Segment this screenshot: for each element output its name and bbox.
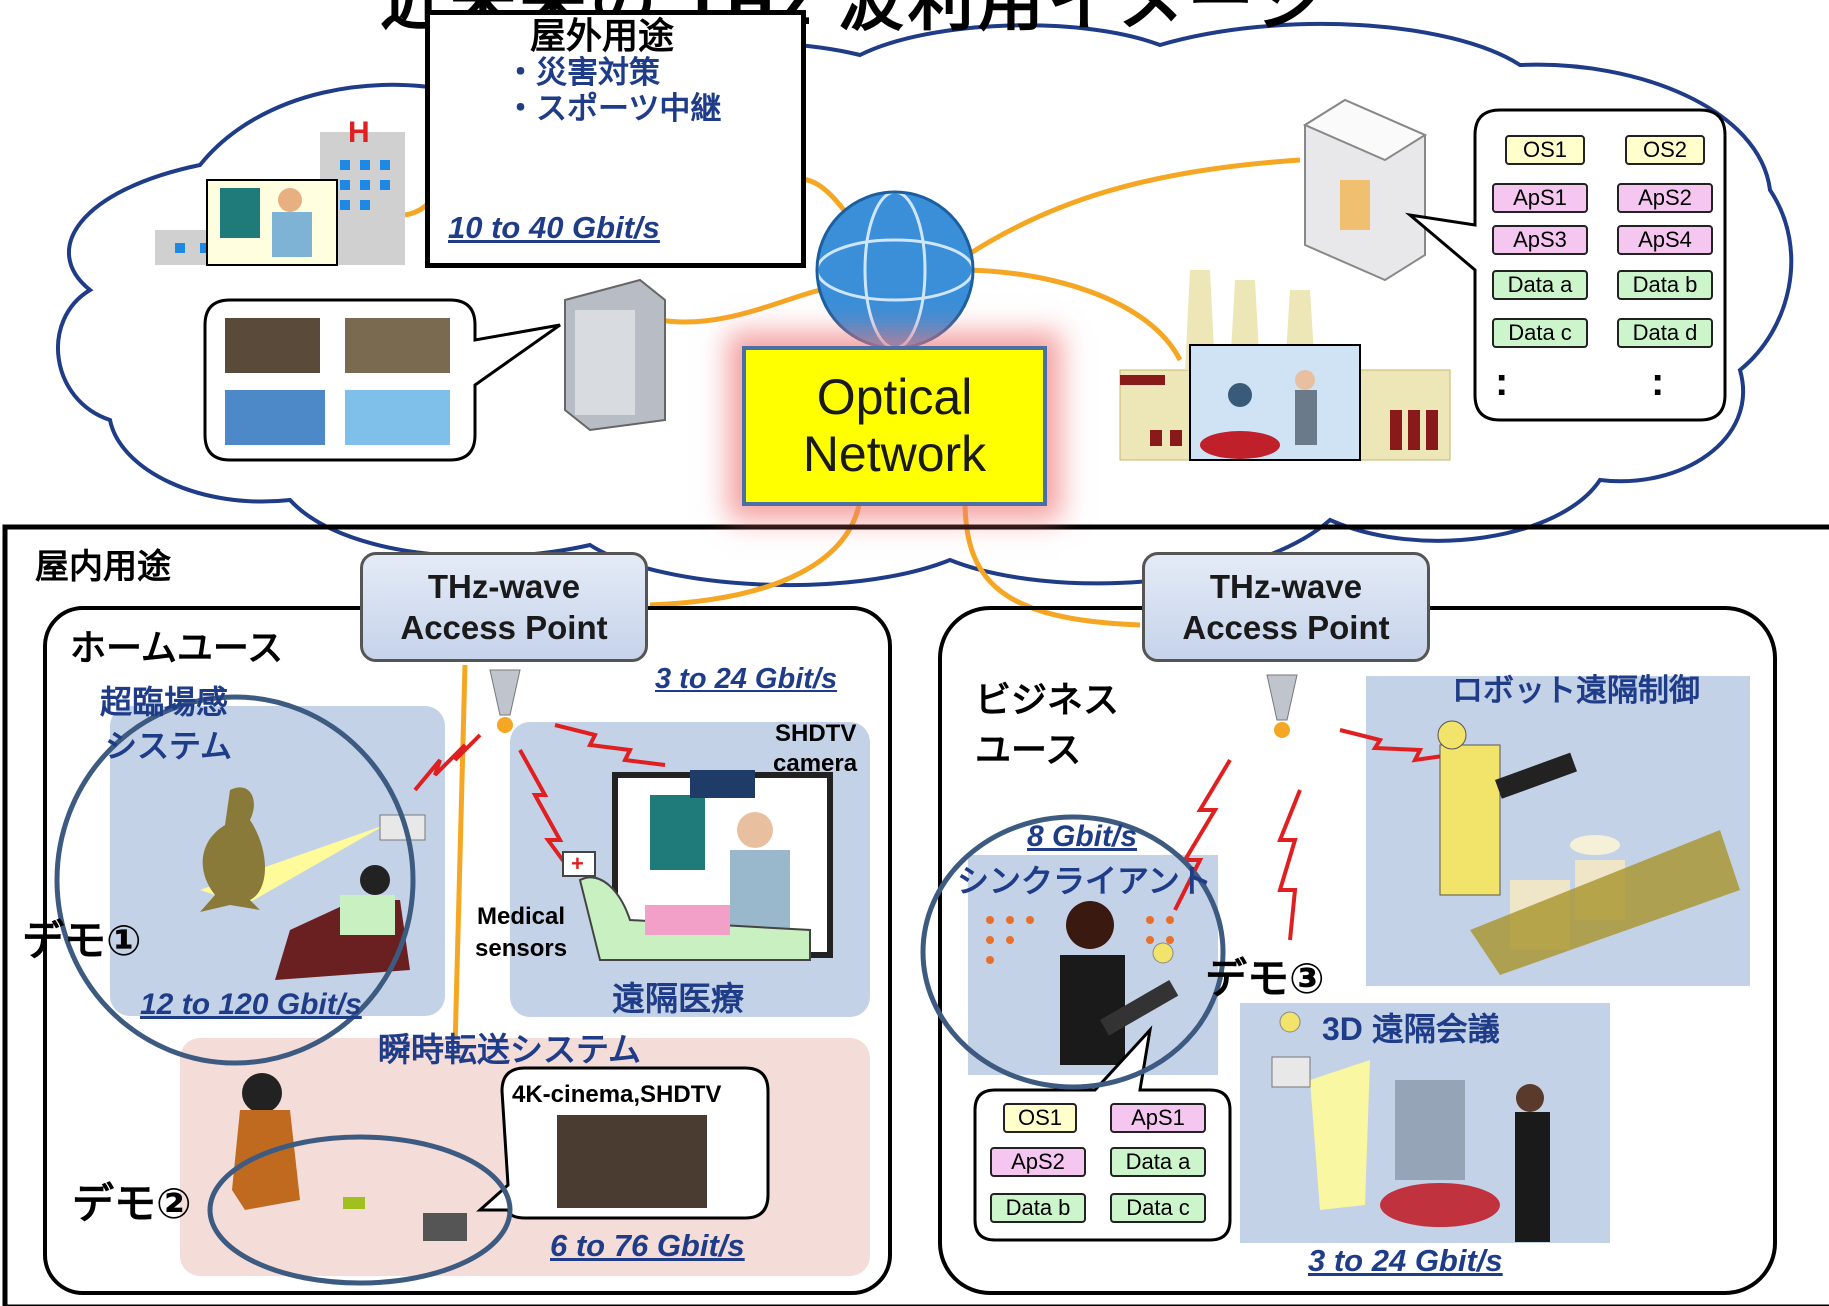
tc-tag-data-a: Data a: [1110, 1147, 1206, 1177]
medical-speed: 3 to 24 Gbit/s: [655, 663, 838, 695]
globe-illustration: [815, 190, 975, 350]
svg-text:H: H: [348, 116, 370, 149]
conference-title: 3D 遠隔会議: [1322, 1011, 1500, 1047]
server-tag-data-a: Data a: [1492, 270, 1588, 300]
server-tag-os2: OS2: [1625, 135, 1705, 165]
server-tag-aps4: ApS4: [1617, 225, 1713, 255]
immersive-illustration: [200, 787, 426, 980]
indoor-frame: [2, 524, 1829, 1306]
camera-label-line2: camera: [773, 750, 858, 777]
robot-title: ロボット遠隔制御: [1452, 673, 1700, 708]
fiber-video-server: [659, 287, 821, 325]
video-thumb-mountain: [225, 390, 325, 445]
server-tag-aps1: ApS1: [1492, 183, 1588, 213]
instant-illustration: [232, 1073, 467, 1241]
home-ap-line2: Access Point: [400, 609, 608, 646]
server-tag-aps2: ApS2: [1617, 183, 1713, 213]
demo1-label: デモ①: [22, 917, 142, 964]
immersive-speed: 12 to 120 Gbit/s: [140, 988, 362, 1021]
video-thumb-bike: [345, 390, 450, 445]
indoor-title: 屋内用途: [35, 548, 171, 586]
camera-label-line1: SHDTV: [775, 720, 857, 747]
instant-speed: 6 to 76 Gbit/s: [550, 1228, 745, 1263]
server-tag-data-d: Data d: [1617, 318, 1713, 348]
sensors-label-line1: Medical: [477, 903, 566, 930]
medical-illustration: +: [562, 770, 833, 961]
tc-tag-aps2: ApS2: [990, 1147, 1086, 1177]
fiber-factory: [959, 267, 1183, 362]
svg-text:+: +: [571, 851, 584, 876]
optical-network-line1: Optical: [816, 368, 973, 425]
thinclient-title: シンクライアント: [957, 863, 1212, 899]
conference-illustration: [1271, 1011, 1550, 1242]
optical-network-line2: Network: [802, 426, 987, 482]
sensors-label-line2: sensors: [475, 935, 568, 962]
video-thumb-rocket: [225, 318, 320, 373]
business-access-point: THz-wave Access Point: [1142, 552, 1430, 662]
demo3-ring: [920, 814, 1226, 1090]
zigzag-home-right: [554, 723, 666, 767]
instant-title: 瞬時転送システム: [378, 1031, 642, 1068]
video-server-illustration: [564, 278, 666, 432]
outdoor-item-sports: ・スポーツ中継: [505, 91, 722, 126]
server-tag-os1: OS1: [1505, 135, 1585, 165]
demo1-ring: [54, 694, 416, 1066]
video-thumb-soldier: [345, 318, 450, 373]
demo2-ring: [207, 1134, 513, 1286]
zigzag-home-down: [518, 749, 572, 872]
outdoor-speed: 10 to 40 Gbit/s: [448, 210, 660, 245]
robot-illustration: [1437, 720, 1740, 975]
tc-tag-os1: OS1: [1003, 1103, 1077, 1133]
server-tag-data-c: Data c: [1492, 318, 1588, 348]
business-title-line2: ユース: [975, 729, 1082, 770]
server-tag-ellipsis-right: :: [1651, 360, 1665, 404]
fiber-server-top: [958, 157, 1301, 263]
outdoor-item-disaster: ・災害対策: [505, 55, 660, 90]
business-ap-line2: Access Point: [1182, 609, 1390, 646]
zigzag-home-left: [413, 733, 482, 792]
business-title-line1: ビジネス: [975, 679, 1120, 720]
demo3-label: デモ③: [1205, 955, 1325, 1002]
server-tag-ellipsis-left: :: [1495, 360, 1509, 404]
medical-title: 遠隔医療: [612, 980, 744, 1017]
business-ap-line1: THz-wave: [1209, 567, 1363, 605]
zigzag-biz-left: [1173, 758, 1232, 911]
optical-network-box: Optical Network: [742, 346, 1047, 506]
thinclient-tag-bubble: [973, 1025, 1232, 1242]
factory-illustration: [1119, 270, 1451, 461]
home-antenna: [489, 669, 521, 733]
home-ap-line1: THz-wave: [427, 567, 581, 605]
hospital-illustration: H: [155, 116, 405, 266]
cinema-thumb: [557, 1115, 707, 1208]
immersive-title-line1: 超臨場感: [100, 684, 229, 720]
tc-tag-aps1: ApS1: [1110, 1103, 1206, 1133]
home-use-title: ホームユース: [70, 627, 284, 668]
zigzag-biz-right: [1339, 728, 1451, 763]
server-tag-data-b: Data b: [1617, 270, 1713, 300]
conference-speed: 3 to 24 Gbit/s: [1308, 1243, 1503, 1278]
home-access-point: THz-wave Access Point: [360, 552, 648, 662]
demo2-label: デモ②: [72, 1180, 192, 1227]
tc-tag-data-c: Data c: [1110, 1193, 1206, 1223]
thinclient-illustration: [986, 901, 1179, 1065]
tc-tag-data-b: Data b: [990, 1193, 1086, 1223]
fiber-home-ap: [649, 499, 863, 608]
zigzag-biz-mid: [1277, 789, 1302, 941]
business-antenna: [1266, 674, 1298, 738]
immersive-title-line2: システム: [105, 728, 233, 764]
cinema-bubble-label: 4K-cinema,SHDTV: [512, 1081, 722, 1108]
outdoor-use-box: [425, 10, 806, 268]
tower-server-illustration: [1302, 98, 1428, 282]
thinclient-speed: 8 Gbit/s: [1027, 820, 1138, 853]
server-tag-aps3: ApS3: [1492, 225, 1588, 255]
outdoor-title: 屋外用途: [530, 15, 675, 56]
